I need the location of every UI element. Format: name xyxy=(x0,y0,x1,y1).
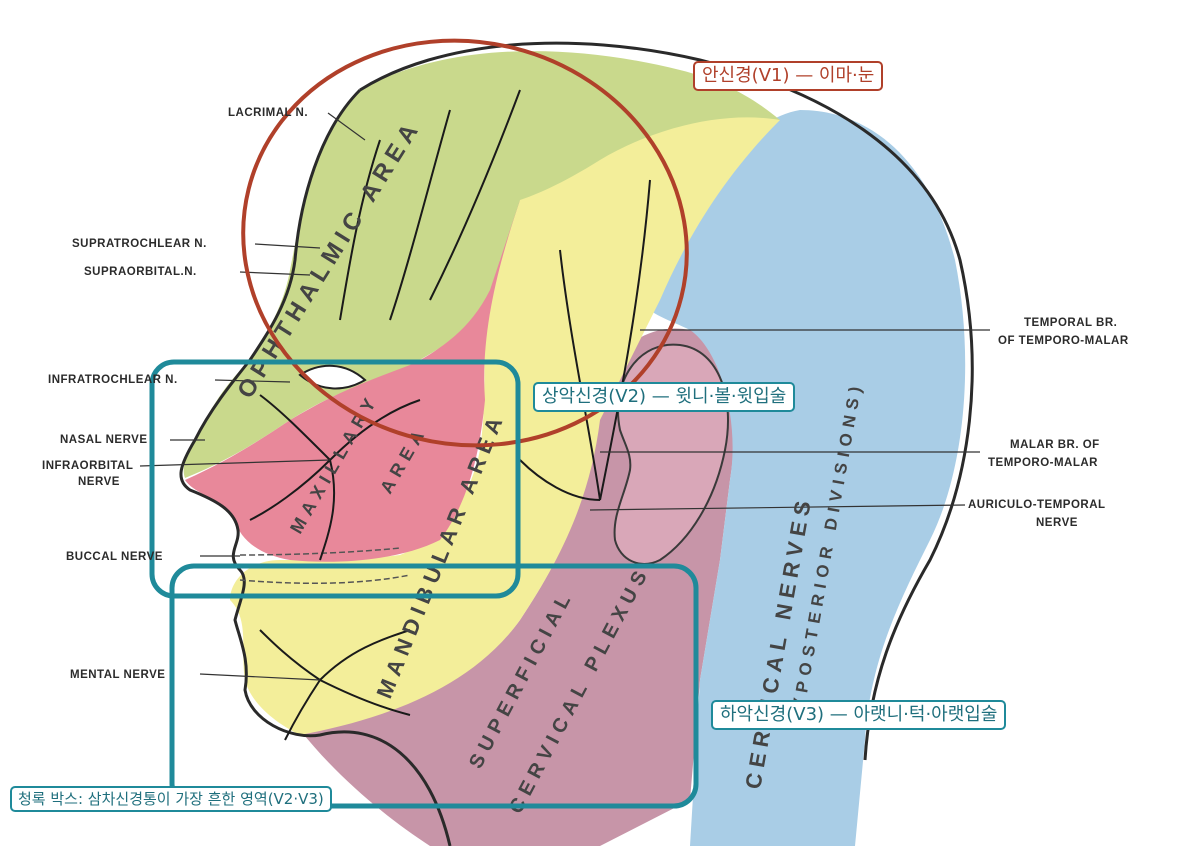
label-buccal-nerve: BUCCAL NERVE xyxy=(66,551,163,563)
label-infraorbital-nerve-2: NERVE xyxy=(78,476,120,488)
label-lacrimal-nerve: LACRIMAL N. xyxy=(228,107,309,119)
label-temporal-branch-1: TEMPORAL BR. xyxy=(1024,317,1118,329)
label-infraorbital-nerve-1: INFRAORBITAL xyxy=(42,460,134,472)
v1-highlight-ellipse xyxy=(241,38,689,448)
v2-highlight-box xyxy=(149,359,521,599)
label-mental-nerve: MENTAL NERVE xyxy=(70,669,166,681)
label-malar-branch-1: MALAR BR. OF xyxy=(1010,439,1100,451)
head-outline xyxy=(179,41,974,847)
cervical-nerves-area xyxy=(640,110,966,846)
v3-highlight-box xyxy=(169,563,699,809)
callout-legend-note: 청록 박스: 삼차신경통이 가장 흔한 영역(V2·V3) xyxy=(10,786,332,812)
mandibular-area xyxy=(230,105,780,736)
superficial-cervical-plexus-area xyxy=(300,328,734,846)
callout-v2-maxillary: 상악신경(V2) — 윗니·볼·윗입술 xyxy=(533,382,796,412)
label-malar-branch-2: TEMPORO-MALAR xyxy=(988,457,1098,469)
maxillary-area xyxy=(185,200,520,562)
label-temporal-branch-2: OF TEMPORO-MALAR xyxy=(998,335,1129,347)
label-nasal-nerve: NASAL NERVE xyxy=(60,434,148,446)
teeth xyxy=(239,547,411,585)
label-supraorbital-nerve: SUPRAORBITAL.N. xyxy=(84,266,197,278)
label-auriculo-temporal-1: AURICULO-TEMPORAL xyxy=(968,499,1106,511)
eye xyxy=(298,364,367,390)
label-infratrochlear-nerve: INFRATROCHLEAR N. xyxy=(48,374,178,386)
label-supratrochlear-nerve: SUPRATROCHLEAR N. xyxy=(72,238,207,250)
label-auriculo-temporal-2: NERVE xyxy=(1036,517,1078,529)
callout-v3-mandibular: 하악신경(V3) — 아랫니·턱·아랫입술 xyxy=(711,700,1007,730)
leader-lines xyxy=(139,112,990,681)
callout-v1-ophthalmic: 안신경(V1) — 이마·눈 xyxy=(693,61,884,91)
